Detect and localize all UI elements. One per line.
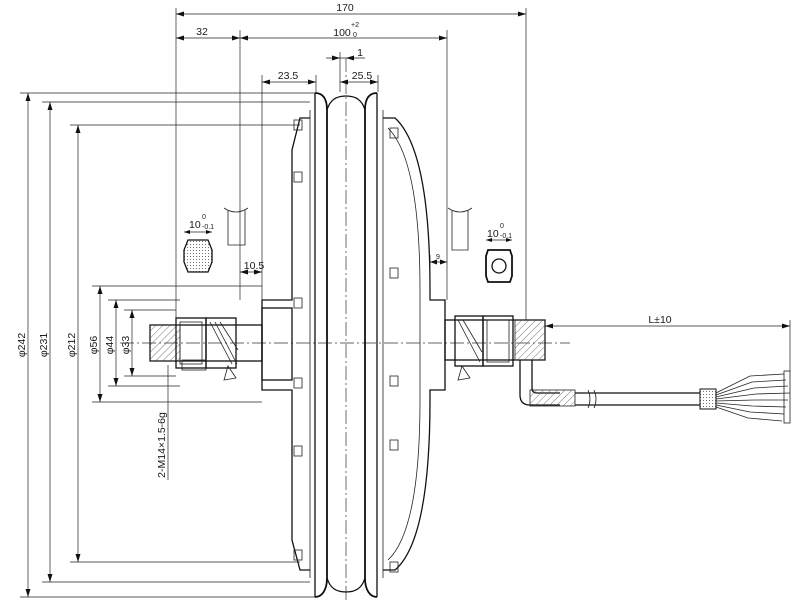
- dimension-labels: 170 32 100 +2 0 1 23.5 25.5 10.5 9 10 0 …: [16, 2, 672, 478]
- right-axle-assembly: [444, 315, 576, 407]
- label-right-spacer: 9: [436, 254, 440, 261]
- rim-left-flange: [314, 92, 328, 598]
- right-axle-hatched-end: [514, 319, 546, 361]
- right-cover-inner: [387, 127, 421, 561]
- dimension-lines: [25, 11, 790, 597]
- left-axle-flat-section: [183, 239, 213, 273]
- label-flat-left-lower: -0.1: [202, 224, 214, 231]
- bolt: [389, 127, 399, 139]
- extension-lines: [20, 8, 791, 598]
- right-nut: [482, 315, 514, 367]
- bolt: [293, 171, 303, 183]
- bolt: [389, 439, 399, 451]
- right-axle-bore: [491, 258, 507, 274]
- right-washer-hatch: [457, 319, 483, 363]
- rim-right-flange: [364, 92, 378, 598]
- cable-wires: [715, 370, 791, 424]
- label-dia-56: φ56: [88, 336, 100, 355]
- rim-bottom-bead: [326, 577, 366, 593]
- bolt: [389, 375, 399, 387]
- label-overall-width: 170: [336, 2, 354, 14]
- left-dropout-detail: [183, 207, 249, 273]
- label-flat-left: 10: [189, 219, 201, 231]
- label-dia-33: φ33: [120, 336, 132, 355]
- cover-bolts: [293, 119, 399, 573]
- label-axle-tol-upper: +2: [351, 22, 359, 29]
- label-flat-right-upper: 0: [500, 223, 504, 230]
- label-spacer: 10.5: [244, 260, 265, 272]
- left-bearing-housing: [261, 307, 293, 381]
- left-dropout-slot: [227, 210, 246, 246]
- right-cover-outline: [383, 117, 446, 571]
- cable-break-marks: [587, 389, 597, 409]
- label-thread-spec: 2-M14×1.5-6g: [156, 412, 168, 478]
- right-dropout-detail: [447, 207, 513, 283]
- left-axle-assembly: [149, 307, 293, 381]
- cable-connector: [529, 389, 576, 407]
- hub-shell: [261, 92, 446, 598]
- wire-ends: [783, 370, 791, 424]
- left-axle-hatched-end: [149, 324, 181, 362]
- right-tab: [457, 365, 471, 381]
- bolt: [293, 297, 303, 309]
- bolt: [293, 377, 303, 389]
- cable: [575, 370, 791, 424]
- right-dropout-slot: [451, 210, 469, 251]
- label-right-hub-width: 25.5: [352, 70, 373, 82]
- cable-bend-inner: [531, 360, 560, 394]
- label-flat-right: 10: [487, 228, 499, 240]
- left-dropout-break: [223, 207, 249, 213]
- center-lines: [120, 58, 570, 600]
- label-dia-212: φ212: [66, 333, 78, 357]
- label-left-hub-width: 23.5: [278, 70, 299, 82]
- bolt: [389, 267, 399, 279]
- right-nut-inner: [486, 319, 510, 363]
- left-washer: [205, 317, 237, 369]
- right-dropout-break: [447, 207, 473, 213]
- bolt: [293, 549, 303, 561]
- left-cover-outline: [261, 117, 310, 571]
- label-left-offset: 32: [196, 26, 208, 38]
- left-tab: [223, 365, 237, 381]
- bolt: [293, 445, 303, 457]
- cable-sleeve: [699, 388, 717, 410]
- label-flat-left-upper: 0: [202, 214, 206, 221]
- label-flat-right-lower: -0.1: [500, 233, 512, 240]
- label-cable-length: L±10: [648, 314, 671, 326]
- bolt: [389, 561, 399, 573]
- label-dia-44: φ44: [104, 336, 116, 355]
- label-axle-width: 100: [333, 27, 351, 39]
- label-dia-231: φ231: [38, 333, 50, 357]
- left-clip: [181, 359, 207, 371]
- right-axle-flat-section: [485, 249, 513, 283]
- left-nut-inner: [179, 321, 203, 365]
- rim-top-bead: [326, 95, 366, 111]
- label-dia-242: φ242: [16, 333, 28, 357]
- left-washer-hatch: [209, 321, 239, 365]
- label-rim-offset: 1: [357, 47, 363, 59]
- label-axle-tol-lower: 0: [353, 32, 357, 39]
